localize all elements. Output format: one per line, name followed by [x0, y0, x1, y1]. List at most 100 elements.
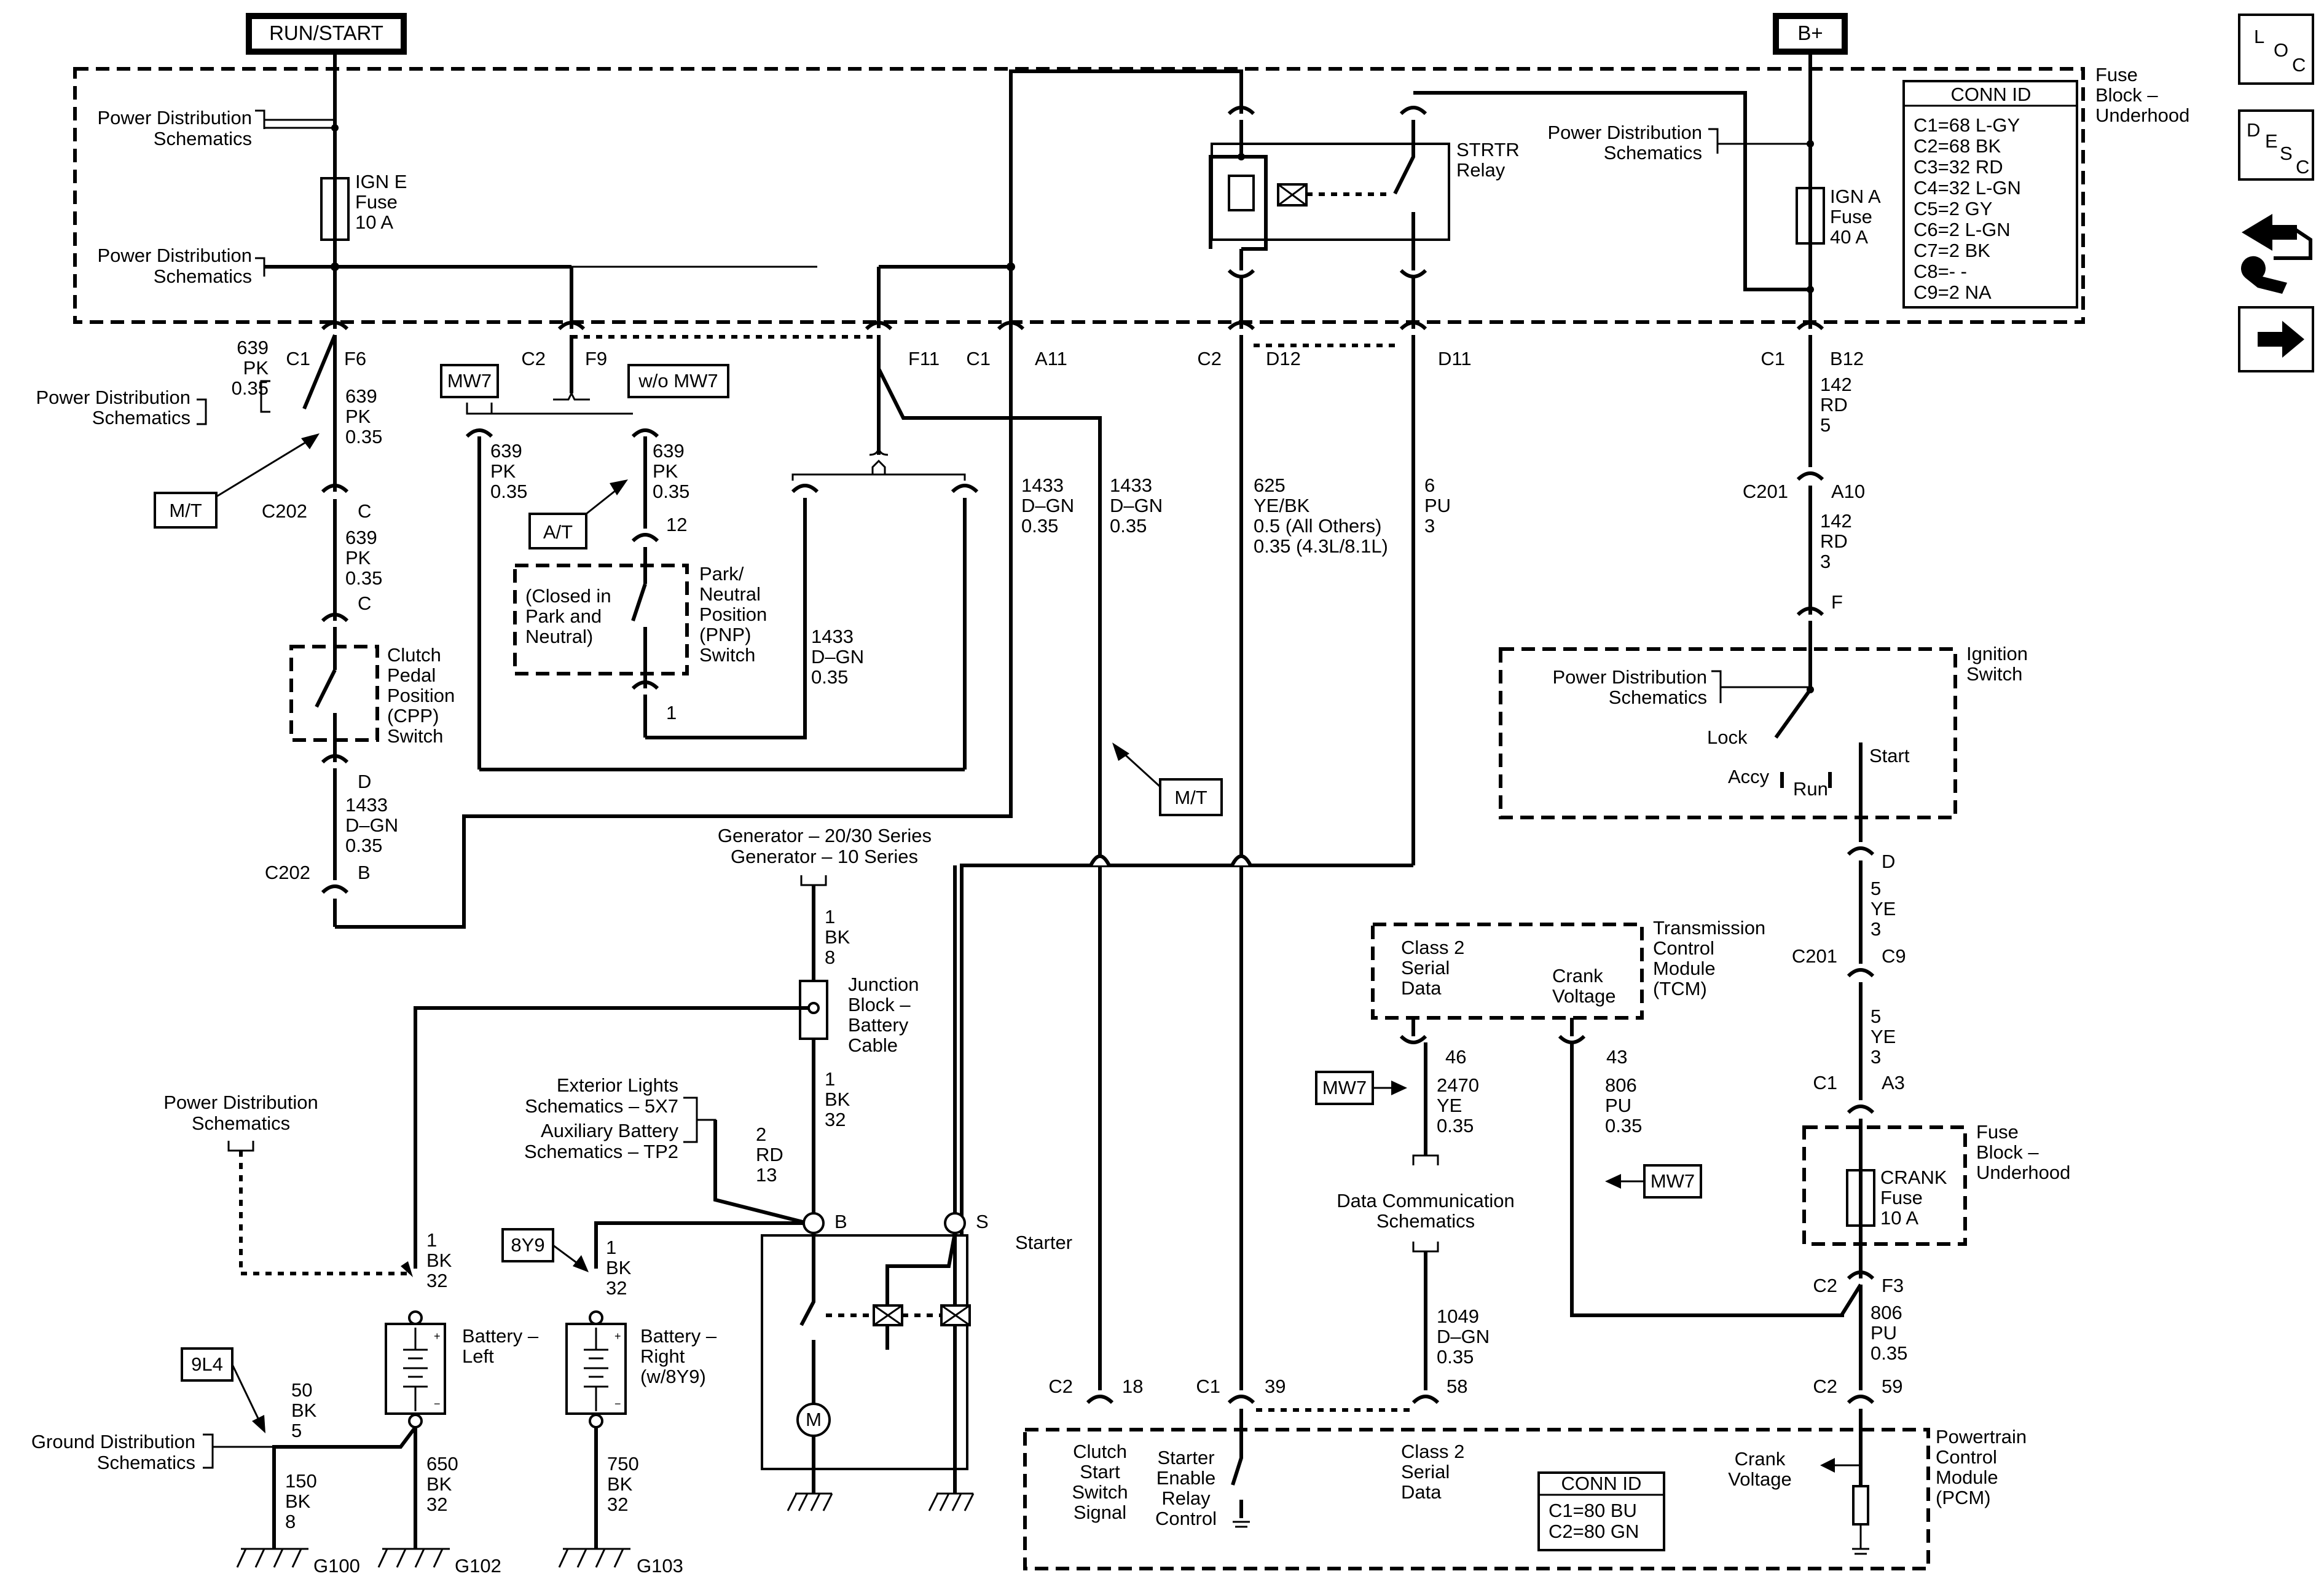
svg-text:Data: Data: [1401, 1481, 1442, 1503]
pnp-closed-box: [513, 564, 689, 675]
at-tag: [528, 513, 587, 549]
svg-text:D: D: [2247, 119, 2260, 141]
svg-text:C1: C1: [1813, 1072, 1837, 1093]
svg-text:Crank: Crank: [1735, 1448, 1786, 1470]
wire-1433-f11-label: 1433 D–GN 0.35: [1110, 474, 1163, 537]
svg-text:Serial: Serial: [1401, 1461, 1450, 1483]
arrow-right-icon[interactable]: [2238, 306, 2314, 372]
svg-text:PK: PK: [653, 460, 678, 482]
pcm-box: [1023, 1428, 1930, 1570]
mt-tag-1: [154, 492, 218, 529]
tcm-label: Transmission Control Module (TCM): [1653, 917, 1765, 999]
svg-text:(CPP): (CPP): [387, 705, 439, 726]
svg-text:D–GN: D–GN: [1110, 495, 1163, 516]
svg-text:RD: RD: [1820, 394, 1848, 415]
svg-text:D–GN: D–GN: [345, 814, 398, 836]
tools-icon[interactable]: [2240, 214, 2312, 294]
svg-text:Schematics: Schematics: [154, 266, 252, 287]
svg-text:43: 43: [1606, 1046, 1627, 1068]
svg-text:BK: BK: [285, 1490, 311, 1512]
svg-text:G102: G102: [455, 1555, 501, 1577]
svg-text:Serial: Serial: [1401, 957, 1450, 979]
svg-text:YE/BK: YE/BK: [1254, 495, 1310, 516]
svg-text:0.35: 0.35: [1437, 1346, 1474, 1368]
svg-text:B12: B12: [1830, 348, 1864, 369]
svg-text:BK: BK: [291, 1400, 317, 1421]
svg-text:18: 18: [1122, 1376, 1143, 1397]
svg-text:Power Distribution: Power Distribution: [1552, 666, 1707, 688]
svg-text:YE: YE: [1871, 898, 1896, 919]
loc-icon[interactable]: LOC LOC: [2238, 14, 2314, 85]
svg-text:Cable: Cable: [848, 1034, 898, 1056]
svg-text:Block –: Block –: [2095, 84, 2158, 106]
svg-text:C: C: [358, 500, 371, 522]
tcm-box: [1371, 923, 1644, 1020]
svg-text:D: D: [1882, 851, 1895, 872]
svg-text:Schematics: Schematics: [1376, 1210, 1475, 1232]
svg-text:Block –: Block –: [1976, 1141, 2039, 1163]
svg-text:32: 32: [825, 1109, 846, 1130]
cpp-switch-label: Clutch Pedal Position (CPP) Switch: [387, 644, 455, 747]
wire-5-ye-lower: 5 YE 3: [1871, 1006, 1896, 1068]
svg-text:Crank: Crank: [1552, 965, 1603, 986]
svg-text:639: 639: [237, 337, 269, 358]
svg-text:0.35: 0.35: [1871, 1342, 1907, 1364]
pcm-crank-voltage-label: Crank Voltage: [1728, 1448, 1791, 1490]
svg-text:Ground Distribution: Ground Distribution: [31, 1431, 195, 1452]
svg-text:Class 2: Class 2: [1401, 937, 1464, 958]
svg-text:806: 806: [1605, 1074, 1637, 1096]
svg-text:Schematics – 5X7: Schematics – 5X7: [525, 1095, 678, 1117]
svg-text:0.35: 0.35: [345, 426, 382, 447]
svg-text:Position: Position: [699, 604, 767, 625]
generator-label: Generator – 20/30 Series Generator – 10 …: [718, 825, 932, 867]
svg-text:MW7: MW7: [447, 370, 492, 392]
svg-text:w/o MW7: w/o MW7: [638, 370, 718, 392]
svg-text:(PCM): (PCM): [1936, 1487, 1991, 1508]
wire-1433-a11-label: 1433 D–GN 0.35: [1021, 474, 1074, 537]
svg-text:Power Distribution: Power Distribution: [36, 387, 190, 408]
svg-text:2: 2: [756, 1124, 766, 1145]
svg-text:Relay: Relay: [1456, 159, 1505, 181]
svg-text:YE: YE: [1437, 1095, 1462, 1116]
svg-text:F9: F9: [585, 348, 607, 369]
starter-label: Starter: [1015, 1232, 1072, 1253]
svg-text:IGN E: IGN E: [355, 171, 407, 192]
svg-text:F3: F3: [1882, 1275, 1904, 1296]
svg-text:650: 650: [426, 1453, 458, 1475]
starter-terminal-s: [944, 1212, 966, 1234]
svg-text:Exterior Lights: Exterior Lights: [557, 1074, 678, 1096]
accy-label: Accy: [1728, 766, 1770, 787]
svg-text:Data: Data: [1401, 977, 1442, 999]
svg-text:0.35: 0.35: [1605, 1115, 1642, 1136]
svg-text:O: O: [2274, 39, 2288, 61]
svg-text:Generator – 10 Series: Generator – 10 Series: [731, 846, 918, 867]
svg-text:1433: 1433: [345, 794, 388, 816]
svg-text:0.35: 0.35: [1021, 515, 1058, 537]
svg-text:C6=2 L-GN: C6=2 L-GN: [1914, 219, 2011, 240]
svg-text:5: 5: [1871, 1006, 1881, 1027]
ignition-switch-contact: [1774, 688, 1812, 739]
svg-text:F: F: [1831, 591, 1843, 613]
start-label: Start: [1869, 745, 1910, 766]
wire-639-lower: 639 PK 0.35: [345, 527, 382, 589]
svg-text:E: E: [2265, 130, 2278, 152]
svg-text:S: S: [976, 1211, 989, 1232]
8y9-tag: [501, 1228, 554, 1262]
svg-text:C201: C201: [1792, 945, 1837, 967]
svg-text:C4=32 L-GN: C4=32 L-GN: [1914, 177, 2021, 199]
svg-text:10 A: 10 A: [1880, 1207, 1918, 1229]
ext-lights-label: Exterior Lights Schematics – 5X7 Auxilia…: [524, 1074, 678, 1162]
wire-150: 150 BK 8: [285, 1470, 317, 1532]
starter-terminal-b: [803, 1212, 825, 1234]
svg-text:8Y9: 8Y9: [511, 1234, 544, 1256]
starter-solenoid-switch: [799, 1233, 815, 1409]
svg-text:Auxiliary Battery: Auxiliary Battery: [541, 1120, 678, 1141]
svg-text:1433: 1433: [1021, 474, 1064, 496]
svg-text:CONN ID: CONN ID: [1561, 1473, 1642, 1494]
svg-text:D–GN: D–GN: [1437, 1326, 1490, 1347]
pds-label-2: Power Distribution Schematics: [97, 245, 252, 287]
svg-text:G100: G100: [313, 1555, 360, 1577]
svg-text:C1=68 L-GY: C1=68 L-GY: [1914, 114, 2020, 136]
wire-806-tcm: 806 PU 0.35: [1605, 1074, 1642, 1136]
